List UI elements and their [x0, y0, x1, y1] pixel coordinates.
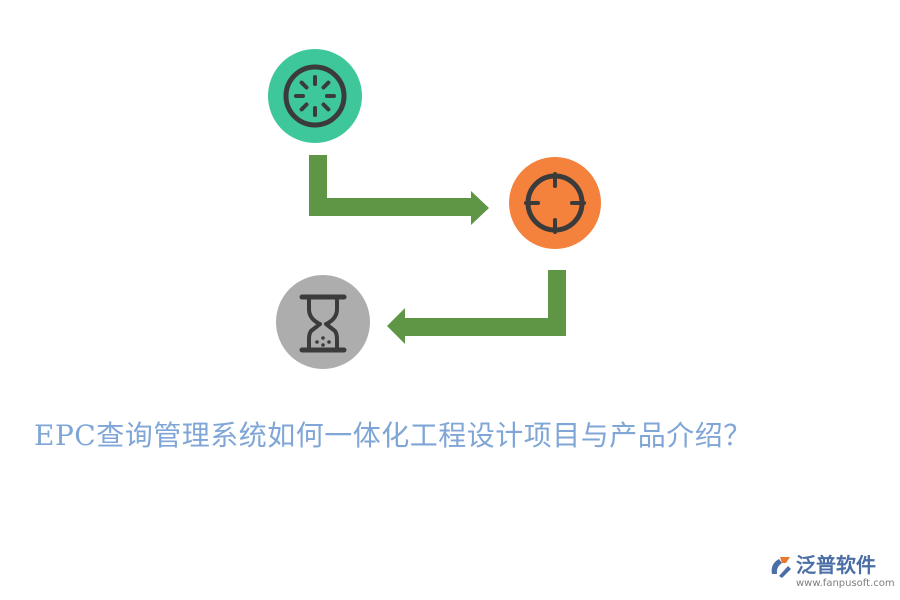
flow-arrow-2 [387, 270, 566, 344]
node-gear-circle [268, 49, 362, 143]
logo-name: 泛普软件 [796, 553, 876, 577]
flow-arrow-1 [309, 155, 489, 225]
node-crosshair [509, 157, 601, 249]
gear-icon [283, 64, 347, 128]
hourglass-icon [299, 294, 347, 353]
brand-logo: 泛普软件 www.fanpusoft.com [768, 552, 895, 592]
crosshair-icon [524, 172, 586, 234]
node-gear [268, 49, 362, 143]
logo-mark-icon [771, 557, 791, 578]
logo-url: www.fanpusoft.com [796, 578, 895, 589]
page-title: EPC查询管理系统如何一体化工程设计项目与产品介绍？ [34, 419, 752, 452]
node-hourglass-circle [276, 275, 370, 369]
node-crosshair-circle [509, 157, 601, 249]
node-hourglass [276, 275, 370, 369]
